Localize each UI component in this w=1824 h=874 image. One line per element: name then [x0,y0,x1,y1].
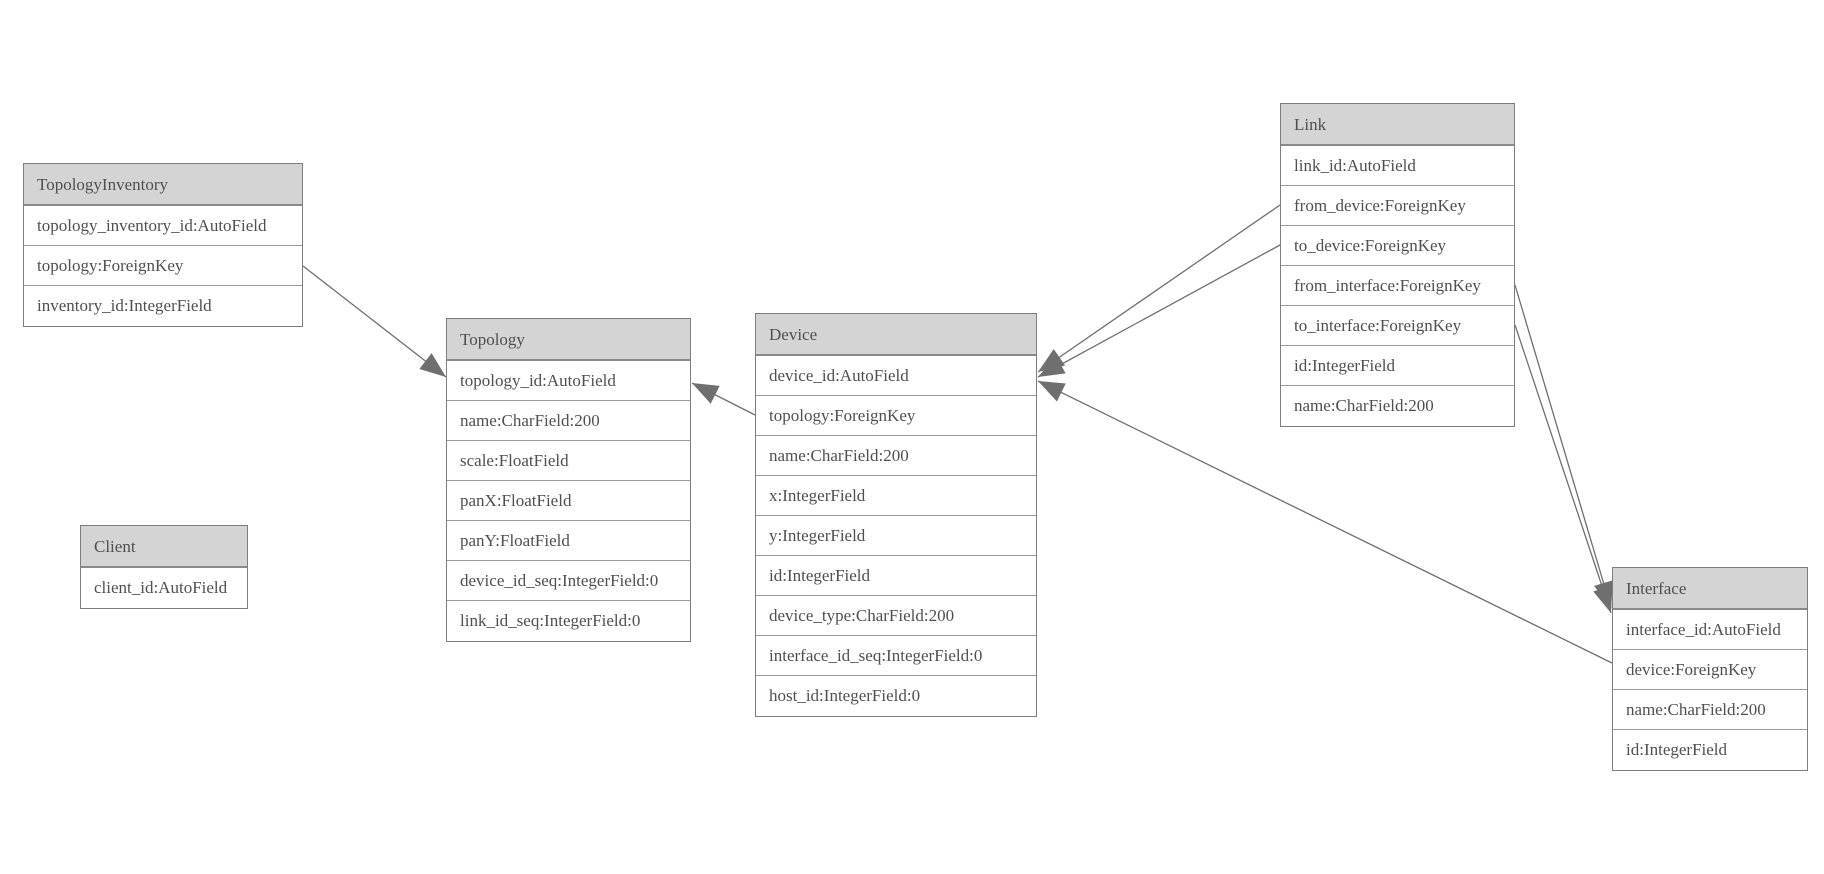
field-row-panX: panX:FloatField [447,481,690,521]
field-row-x: x:IntegerField [756,476,1036,516]
field-row-name: name:CharField:200 [1281,386,1514,426]
relationship-line-link-to_interface-to-interface [1514,324,1613,614]
field-row-scale: scale:FloatField [447,441,690,481]
field-row-id: id:IntegerField [1613,730,1807,770]
field-row-link_id: link_id:AutoField [1281,146,1514,186]
field-row-client_id: client_id:AutoField [81,568,247,608]
field-row-topology: topology:ForeignKey [756,396,1036,436]
field-row-interface_id: interface_id:AutoField [1613,610,1807,650]
field-row-to_device: to_device:ForeignKey [1281,226,1514,266]
entity-title-device: Device [756,314,1036,356]
entity-title-topologyinventory: TopologyInventory [24,164,302,206]
field-row-to_interface: to_interface:ForeignKey [1281,306,1514,346]
entity-title-client: Client [81,526,247,568]
entity-title-interface: Interface [1613,568,1807,610]
field-row-name: name:CharField:200 [756,436,1036,476]
field-row-host_id: host_id:IntegerField:0 [756,676,1036,716]
field-row-name: name:CharField:200 [447,401,690,441]
entity-title-topology: Topology [447,319,690,361]
field-row-topology: topology:ForeignKey [24,246,302,286]
field-row-name: name:CharField:200 [1613,690,1807,730]
relationship-line-link-from_device-to-device [1037,204,1281,373]
field-row-panY: panY:FloatField [447,521,690,561]
field-row-device_id: device_id:AutoField [756,356,1036,396]
relationship-line-topologyinventory-topology-to-topology [302,265,447,378]
field-row-from_device: from_device:ForeignKey [1281,186,1514,226]
relationship-line-device-topology-to-topology [691,382,756,416]
field-row-id: id:IntegerField [1281,346,1514,386]
field-row-y: y:IntegerField [756,516,1036,556]
field-row-from_interface: from_interface:ForeignKey [1281,266,1514,306]
field-row-link_id_seq: link_id_seq:IntegerField:0 [447,601,690,641]
field-row-inventory_id: inventory_id:IntegerField [24,286,302,326]
field-row-topology_inventory_id: topology_inventory_id:AutoField [24,206,302,246]
field-row-device_type: device_type:CharField:200 [756,596,1036,636]
field-row-device_id_seq: device_id_seq:IntegerField:0 [447,561,690,601]
relationship-line-link-from_interface-to-interface [1514,284,1614,609]
relationship-line-interface-device-to-device [1037,380,1613,664]
field-row-interface_id_seq: interface_id_seq:IntegerField:0 [756,636,1036,676]
relationship-line-link-to_device-to-device [1037,244,1281,378]
field-row-topology_id: topology_id:AutoField [447,361,690,401]
field-row-id: id:IntegerField [756,556,1036,596]
entity-title-link: Link [1281,104,1514,146]
field-row-device: device:ForeignKey [1613,650,1807,690]
